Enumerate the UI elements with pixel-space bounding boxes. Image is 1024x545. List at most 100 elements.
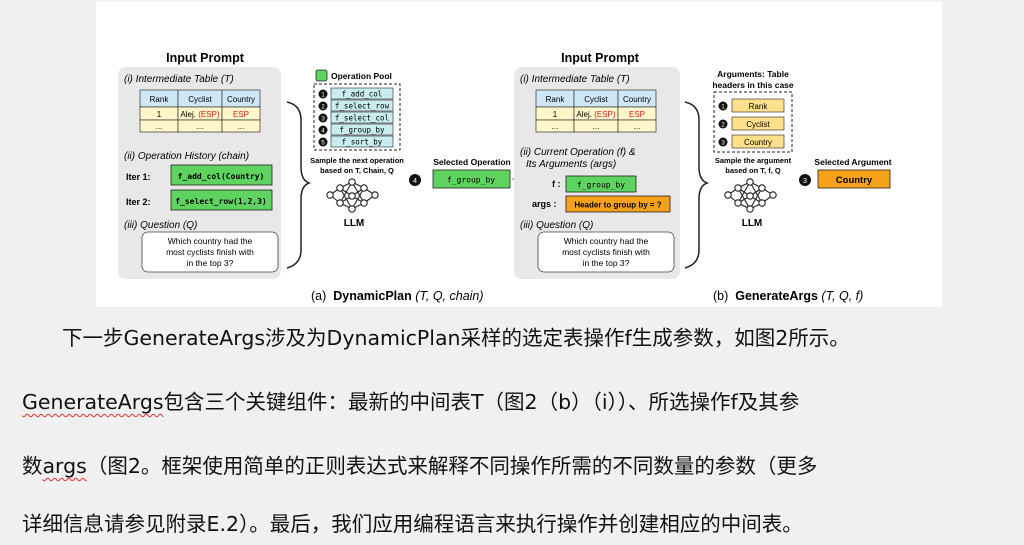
llm-network-icon-right	[724, 178, 777, 213]
pool-num-4-icon	[318, 125, 328, 135]
pool-num-1-icon	[318, 89, 328, 99]
arg-box-2	[731, 116, 785, 131]
caption-a-name: DynamicPlan	[333, 289, 412, 303]
paragraph-line-1: 下一步GenerateArgs涉及为DynamicPlan采样的选定表操作f生成…	[62, 326, 850, 350]
pool-op-3: f_select_col	[335, 114, 389, 123]
pool-num-3-icon	[318, 113, 328, 123]
caption-b-args: (T, Q, f)	[821, 289, 864, 303]
selected-num-icon	[409, 174, 421, 186]
generateargs-panel: Input Prompt (i) Intermediate Table (T) …	[514, 51, 892, 279]
table-dots-2: ...	[197, 122, 204, 131]
arg-num-1: 1	[721, 105, 725, 111]
question-right-line-3: in the top 3?	[583, 258, 630, 268]
pool-icon	[315, 69, 328, 82]
history-label: (ii) Operation History (chain)	[124, 151, 249, 162]
llm-network-icon	[326, 178, 379, 213]
arg-item-2: Cyclist	[746, 120, 770, 129]
pool-num-4: 4	[321, 129, 325, 135]
table-header-cyclist-right: Cyclist	[584, 95, 608, 104]
pool-op-5: f_sort_by	[342, 138, 383, 147]
paragraph-line-4: 详细信息请参见附录E.2）。最后，我们应用编程语言来执行操作并创建相应的中间表。	[22, 512, 803, 536]
paragraph-line-2: GenerateArgs包含三个关键组件：最新的中间表T（图2（b）（i））、所…	[22, 390, 800, 414]
iter2-label: Iter 2:	[126, 197, 151, 207]
question-label-right: (iii) Question (Q)	[520, 220, 593, 231]
arg-num-2: 2	[721, 123, 725, 129]
figure-2: Input Prompt (i) Intermediate Table (T) …	[96, 2, 942, 307]
question-right-line-2: most cyclists finish with	[562, 247, 650, 257]
arg-sample-line-1: Sample the argument	[715, 156, 792, 165]
pool-num-2-icon	[318, 101, 328, 111]
input-prompt-title: Input Prompt	[166, 51, 245, 65]
arg-box-1	[731, 98, 785, 113]
caption-b-tag: (b)	[713, 289, 729, 303]
arg-num-3: 3	[721, 141, 725, 147]
table-dots-right-1: ...	[552, 122, 559, 131]
iter1-op-box	[170, 164, 273, 186]
input-prompt-title-right: Input Prompt	[561, 51, 640, 65]
question-right-line-1: Which country had the	[564, 236, 649, 246]
arg-item-1: Rank	[749, 102, 769, 111]
intermediate-table: Rank Cyclist Country 1 Alej. (ESP) ESP .…	[139, 89, 261, 133]
table-dots-right-2: ...	[593, 122, 600, 131]
pool-op-4: f_group_by	[339, 126, 385, 135]
question-line-2: most cyclists finish with	[166, 247, 254, 257]
arg-sample-line-2: based on T, f, Q	[725, 166, 781, 175]
table-cell-country-right: ESP	[629, 110, 645, 119]
args-title-2: headers in this case	[712, 80, 794, 90]
caption-a: (a) DynamicPlan (T, Q, chain)	[311, 289, 484, 303]
paragraph-line-3: 数args（图2。框架使用简单的正则表达式来解释不同操作所需的不同数量的参数（更…	[22, 454, 818, 478]
args-value-box	[565, 195, 671, 213]
pool-num-1: 1	[321, 93, 325, 99]
intermediate-table-right: Rank Cyclist Country 1 Alej. (ESP) ESP .…	[535, 89, 657, 133]
arg-num-3-icon	[718, 137, 728, 147]
iter1-label: Iter 1:	[126, 172, 151, 182]
table-label-right: (i) Intermediate Table (T)	[520, 74, 630, 85]
sample-line-1: Sample the next operation	[310, 156, 404, 165]
generateargs-term: GenerateArgs	[22, 390, 164, 414]
arg-num-1-icon	[718, 101, 728, 111]
selected-num: 4	[413, 176, 417, 185]
selected-arg-label: Selected Argument	[814, 157, 891, 167]
selected-op: f_group_by	[447, 176, 495, 185]
llm-label-right: LLM	[742, 218, 763, 229]
pool-op-1: f_add_col	[342, 90, 383, 99]
iter1-op: f_add_col(Country)	[178, 172, 265, 181]
table-cell-rank-right: 1	[553, 110, 558, 119]
caption-a-args: (T, Q, chain)	[415, 289, 484, 303]
arguments-pool	[713, 91, 793, 153]
pool-op-2: f_select_row	[335, 102, 390, 111]
table-header-rank-right: Rank	[546, 95, 566, 104]
sample-line-2: based on T, Chain, Q	[320, 166, 394, 175]
pool-title: Operation Pool	[331, 71, 392, 81]
f-label: f :	[552, 179, 561, 189]
table-dots-1: ...	[156, 122, 163, 131]
table-dots-right-3: ...	[634, 122, 641, 131]
question-label: (iii) Question (Q)	[124, 220, 197, 231]
arg-num-2-icon	[718, 119, 728, 129]
args-term: args	[42, 454, 87, 478]
table-header-cyclist: Cyclist	[188, 95, 212, 104]
selected-arg-box	[817, 169, 891, 189]
pool-num-2: 2	[321, 105, 325, 111]
table-cell-cyclist-right: Alej. (ESP)	[576, 110, 615, 119]
llm-label-left: LLM	[344, 218, 365, 229]
pool-num-5: 5	[321, 141, 325, 147]
f-value-box	[565, 175, 637, 193]
iter2-op-box	[170, 189, 273, 211]
table-header-country-right: Country	[623, 95, 651, 104]
question-box	[141, 231, 279, 273]
pool-num-3: 3	[321, 117, 325, 123]
question-box-right	[537, 231, 675, 273]
f-value: f_group_by	[577, 181, 625, 190]
args-label: args :	[532, 199, 557, 209]
brace-left	[286, 101, 312, 269]
question-line-3: in the top 3?	[187, 258, 234, 268]
figure-diagram: Input Prompt (i) Intermediate Table (T) …	[118, 51, 892, 279]
brace-right	[684, 101, 710, 269]
pool-items: 1 f_add_col 2 f_select_row 3 f_select_co…	[318, 87, 394, 148]
table-cell-country: ESP	[233, 110, 249, 119]
table-cell-rank: 1	[157, 110, 162, 119]
caption-b-name: GenerateArgs	[735, 289, 818, 303]
table-header-rank: Rank	[150, 95, 170, 104]
selected-op-box	[432, 169, 511, 189]
